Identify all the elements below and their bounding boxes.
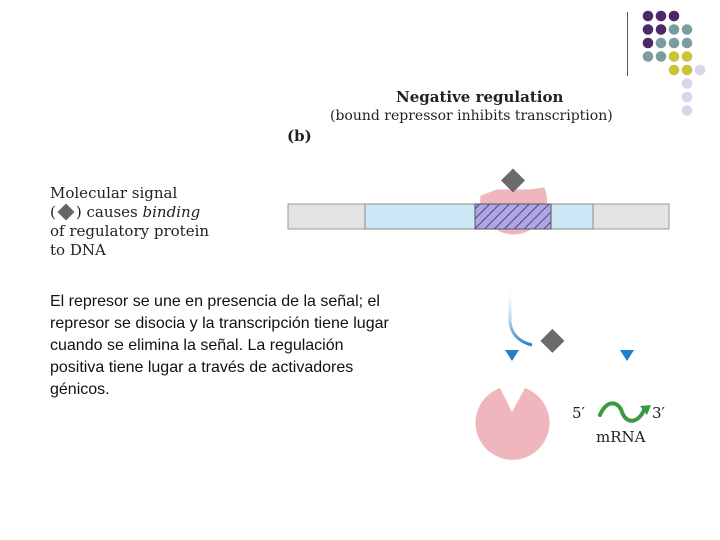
- operator-site: [474, 203, 552, 230]
- open-paren: (: [50, 203, 56, 221]
- decorative-dot: [681, 24, 693, 35]
- signal-line-1: Molecular signal: [50, 184, 178, 202]
- released-signal-diamond-icon: [540, 328, 565, 353]
- slide-caption: El represor se une en presencia de la se…: [50, 293, 389, 398]
- bound-signal-diamond-icon: [500, 168, 526, 193]
- signal-line-4: to DNA: [50, 241, 106, 259]
- free-repressor-icon: [475, 388, 550, 460]
- five-prime-label: 5′: [572, 404, 585, 422]
- corner-divider-line: [627, 12, 628, 76]
- decorative-dot: [642, 24, 654, 35]
- decorative-dot: [655, 10, 667, 22]
- decorative-dot: [681, 51, 693, 62]
- decorative-dot: [655, 51, 667, 62]
- decorative-dot: [681, 105, 693, 116]
- diagram-title: Negative regulation: [396, 88, 564, 106]
- decorative-dot: [668, 64, 680, 76]
- down-arrow-icon-right: [620, 285, 634, 361]
- decorative-dot: [668, 51, 680, 62]
- signal-description: Molecular signal ( ) causes binding of re…: [50, 184, 250, 260]
- binding-text: binding: [142, 203, 201, 221]
- decorative-dot: [655, 24, 667, 35]
- decorative-dot: [655, 37, 667, 49]
- signal-line-2: ( ) causes binding: [50, 203, 250, 222]
- panel-label: (b): [287, 127, 312, 145]
- mrna-squiggle-icon: [598, 401, 651, 423]
- mrna-label: mRNA: [596, 428, 646, 446]
- decorative-dot: [681, 91, 693, 103]
- decorative-dot: [668, 10, 680, 22]
- decorative-dot: [681, 64, 693, 76]
- decorative-dot: [681, 78, 693, 89]
- down-arrow-icon-left: [505, 285, 533, 361]
- decorative-dot: [642, 51, 654, 62]
- signal-line-3: of regulatory protein: [50, 222, 210, 240]
- causes-text: ) causes: [75, 203, 143, 221]
- decorative-dot: [642, 37, 654, 49]
- decorative-dot: [642, 10, 654, 22]
- decorative-dot: [668, 24, 680, 35]
- decorative-dot: [694, 64, 706, 76]
- diagram-subtitle: (bound repressor inhibits transcription): [330, 108, 613, 124]
- decorative-dot: [681, 37, 693, 49]
- three-prime-label: 3′: [652, 404, 665, 422]
- decorative-dot: [668, 37, 680, 49]
